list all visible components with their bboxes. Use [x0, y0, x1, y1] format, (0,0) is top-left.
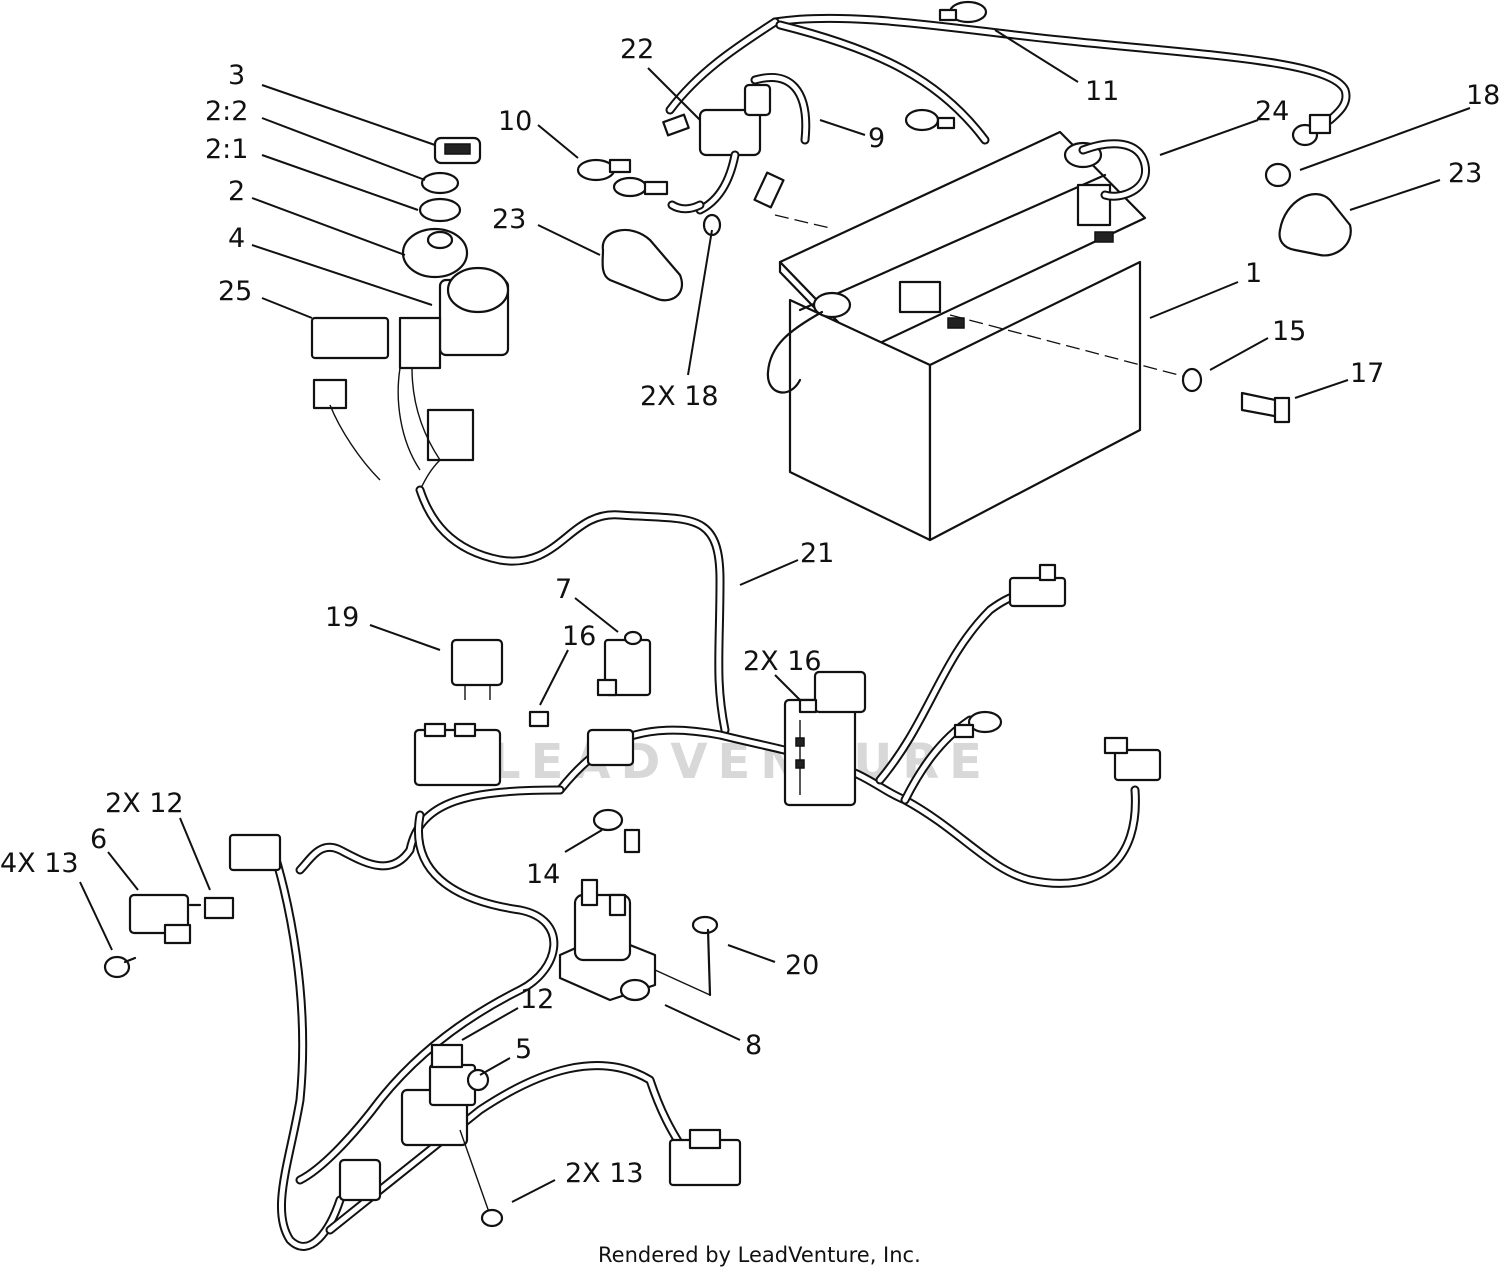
callout-2-2: 2:2: [205, 96, 248, 127]
callout-15: 15: [1272, 316, 1306, 347]
bolt-20: [691, 915, 719, 997]
callout-2x18: 2X 18: [640, 381, 719, 412]
nut-2-2: [420, 171, 460, 195]
callout-25: 25: [218, 276, 252, 307]
callout-2x13: 2X 13: [565, 1158, 644, 1189]
connector-bottom: [338, 1158, 382, 1202]
callout-2-1: 2:1: [205, 134, 248, 165]
connector-right: [1103, 736, 1162, 782]
nut-18: [1264, 162, 1292, 188]
callout-14: 14: [526, 859, 560, 890]
screw-13: [103, 955, 137, 979]
callout-1: 1: [1245, 258, 1262, 289]
ring-terminal-right: [953, 710, 1003, 739]
callout-17: 17: [1350, 358, 1384, 389]
terminal-boot-23-right: [1278, 193, 1352, 257]
footer-credit: Rendered by LeadVenture, Inc.: [598, 1243, 921, 1267]
screw-16: [528, 710, 550, 728]
connector-top-right: [1008, 563, 1067, 608]
callout-20: 20: [785, 950, 819, 981]
callout-22: 22: [620, 34, 654, 65]
module-2x16: [783, 670, 867, 807]
connector-left: [312, 378, 348, 410]
callout-7: 7: [555, 574, 572, 605]
battery: [766, 130, 1147, 542]
bracket-12-left: [203, 896, 235, 920]
callout-6: 6: [90, 824, 107, 855]
callout-2: 2: [228, 176, 245, 207]
washer-2-1: [418, 197, 462, 223]
callout-2x16: 2X 16: [743, 646, 822, 677]
switch-6: [128, 893, 202, 945]
callout-11: 11: [1085, 76, 1119, 107]
callout-18: 18: [1466, 80, 1500, 111]
key-3: [433, 136, 482, 165]
callout-23-left: 23: [492, 204, 526, 235]
callout-10: 10: [498, 106, 532, 137]
screw-2x16: [798, 698, 818, 714]
switch-5: [400, 1043, 490, 1147]
callout-4: 4: [228, 223, 245, 254]
callout-23-right: 23: [1448, 158, 1482, 189]
terminal-boot-23-left: [601, 229, 683, 302]
fuse-block: [413, 722, 502, 787]
connector-upper-left: [228, 833, 282, 872]
callout-2x12: 2X 12: [105, 788, 184, 819]
relay-19: [450, 638, 504, 700]
callout-12: 12: [520, 984, 554, 1015]
callout-4x13: 4X 13: [0, 848, 79, 879]
ring-terminal-10: [576, 158, 669, 198]
callout-8: 8: [745, 1030, 762, 1061]
ring-terminal-top: [904, 108, 956, 132]
hour-meter-4: [398, 266, 510, 370]
terminal-clip: [702, 171, 785, 237]
screw-2x13: [480, 1208, 504, 1228]
connector-lower-right: [668, 1128, 742, 1187]
callout-5: 5: [515, 1034, 532, 1065]
callout-9: 9: [868, 123, 885, 154]
callout-24: 24: [1255, 96, 1289, 127]
switch-7: [596, 630, 652, 697]
callout-3: 3: [228, 60, 245, 91]
bracket-12: [430, 1043, 464, 1069]
washer-15: [1181, 367, 1203, 393]
ring-terminal-11: [938, 0, 988, 24]
cover-25: [310, 316, 390, 360]
ring-terminal-18-right: [1291, 113, 1332, 147]
fuse-holder-22: [662, 83, 772, 157]
starter-solenoid-8: [558, 878, 657, 1002]
callout-19: 19: [325, 602, 359, 633]
ignition-switch-2: [401, 227, 469, 279]
connector-center: [586, 728, 635, 767]
callout-21: 21: [800, 538, 834, 569]
bolt-17: [1240, 391, 1291, 424]
leader-lines: [79, 29, 1471, 1203]
ring-terminal-14: [592, 808, 641, 854]
callout-16: 16: [562, 621, 596, 652]
